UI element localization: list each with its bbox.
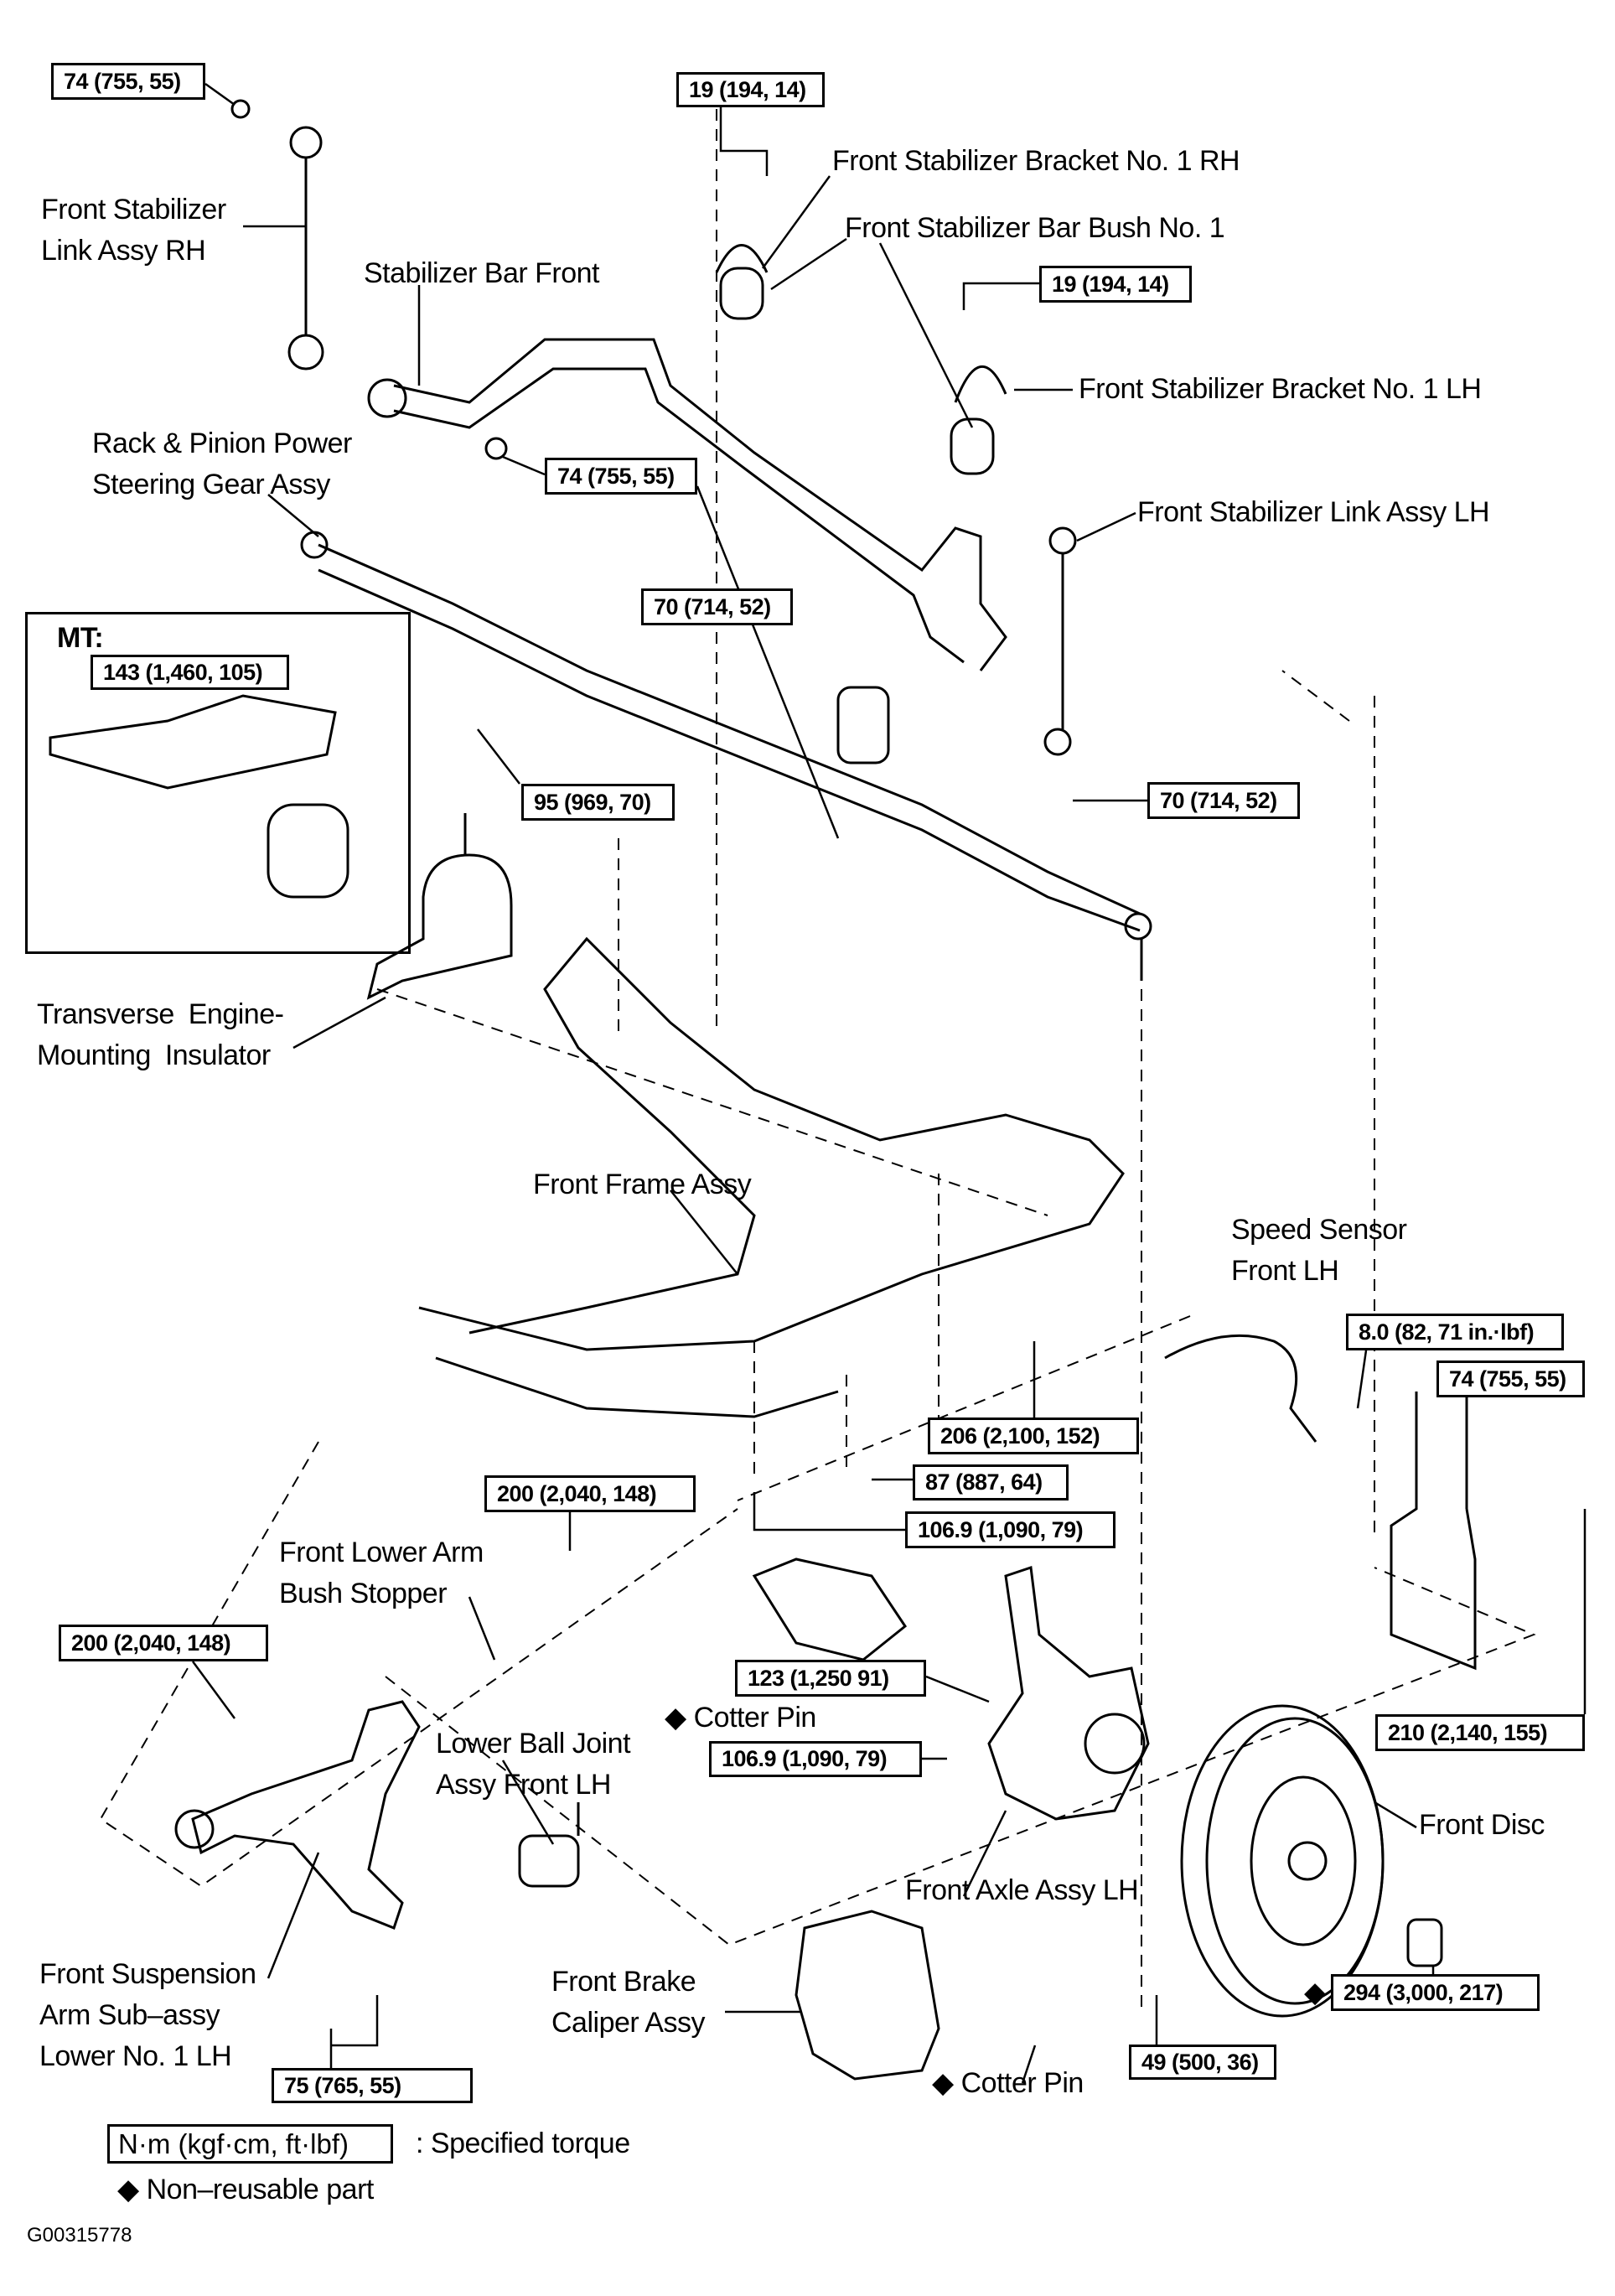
front-frame — [418, 936, 1125, 1418]
torque-box: 200 (2,040, 148) — [59, 1625, 268, 1661]
reference-lines — [99, 109, 1536, 2012]
torque-box: 143 (1,460, 105) — [91, 655, 289, 690]
brake-caliper — [795, 1910, 940, 2081]
label-cotter-pin-lower: ◆ Cotter Pin — [932, 2067, 1084, 2099]
figure-code: G00315778 — [27, 2224, 132, 2247]
mt-inset — [25, 612, 411, 954]
torque-box: 123 (1,250 91) — [735, 1660, 926, 1697]
torque-box: 75 (765, 55) — [272, 2068, 473, 2103]
diamond-icon: ◆ — [932, 2067, 954, 2099]
label-front-disc: Front Disc — [1419, 1809, 1545, 1841]
ball-joint — [518, 1834, 580, 1888]
label-front-stabilizer-bar-bush: Front Stabilizer Bar Bush No. 1 — [845, 212, 1225, 244]
front-axle — [987, 1565, 1150, 1821]
legend-unit-box: N·m (kgf·cm, ft·lbf) — [107, 2124, 393, 2164]
torque-box: 70 (714, 52) — [1147, 782, 1300, 819]
label-mt: MT: — [57, 622, 104, 654]
torque-box: 294 (3,000, 217) — [1331, 1974, 1540, 2011]
torque-box: 8.0 (82, 71 in.·lbf) — [1346, 1314, 1564, 1350]
stabilizer-nut — [484, 437, 508, 460]
torque-box: 200 (2,040, 148) — [484, 1475, 696, 1512]
diamond-icon: ◆ — [665, 1702, 686, 1734]
label-front-frame: Front Frame Assy — [533, 1169, 752, 1200]
stabilizer-bar-end — [367, 378, 407, 418]
torque-box: 74 (755, 55) — [1436, 1360, 1585, 1397]
mt-bracket — [49, 694, 337, 790]
torque-box: 206 (2,100, 152) — [928, 1418, 1139, 1454]
bar-bush-rh — [719, 267, 764, 320]
torque-box: 95 (969, 70) — [521, 784, 675, 821]
torque-box: 106.9 (1,090, 79) — [709, 1741, 922, 1777]
stabilizer-bar — [393, 338, 1007, 671]
torque-box: 87 (887, 64) — [913, 1464, 1069, 1500]
label-front-stabilizer-bracket-lh: Front Stabilizer Bracket No. 1 LH — [1079, 373, 1482, 405]
front-disc-art — [1180, 1704, 1385, 2018]
hub-nut — [1406, 1918, 1443, 1967]
torque-box: 74 (755, 55) — [545, 458, 697, 495]
diamond-icon: ◆ — [1304, 1977, 1326, 2008]
knuckle-bracket — [1390, 1392, 1477, 1671]
legend-specified-torque: : Specified torque — [416, 2128, 630, 2159]
torque-box: 210 (2,140, 155) — [1375, 1714, 1585, 1751]
legend-non-reusable: ◆ Non–reusable part — [117, 2174, 374, 2205]
torque-box: 19 (194, 14) — [676, 72, 825, 107]
torque-box: 106.9 (1,090, 79) — [905, 1511, 1115, 1548]
torque-box: 70 (714, 52) — [641, 588, 793, 625]
label-stabilizer-bar-front: Stabilizer Bar Front — [364, 257, 600, 289]
lower-arm — [191, 1700, 421, 1930]
mt-mount — [267, 803, 349, 899]
drive-shaft — [752, 1557, 908, 1661]
torque-box: 19 (194, 14) — [1039, 266, 1192, 303]
label-cotter-pin-upper: ◆ Cotter Pin — [665, 1702, 816, 1734]
stabilizer-link-rh — [230, 99, 324, 371]
label-front-axle: Front Axle Assy LH — [905, 1874, 1139, 1906]
bracket-rh — [715, 244, 769, 273]
engine-mount — [366, 853, 513, 1000]
label-front-stabilizer-link-lh: Front Stabilizer Link Assy LH — [1137, 496, 1490, 528]
bracket-lh — [954, 365, 1007, 403]
bar-bush-lh — [950, 417, 995, 475]
diamond-icon: ◆ — [117, 2174, 139, 2205]
torque-box: 74 (755, 55) — [51, 63, 205, 100]
speed-sensor — [1164, 1334, 1317, 1443]
label-front-stabilizer-bracket-rh: Front Stabilizer Bracket No. 1 RH — [832, 145, 1240, 177]
label-engine-mount: Transverse Engine-Mounting Insulator — [37, 998, 284, 1071]
steering-rack — [318, 543, 1141, 932]
torque-box: 49 (500, 36) — [1129, 2045, 1276, 2080]
